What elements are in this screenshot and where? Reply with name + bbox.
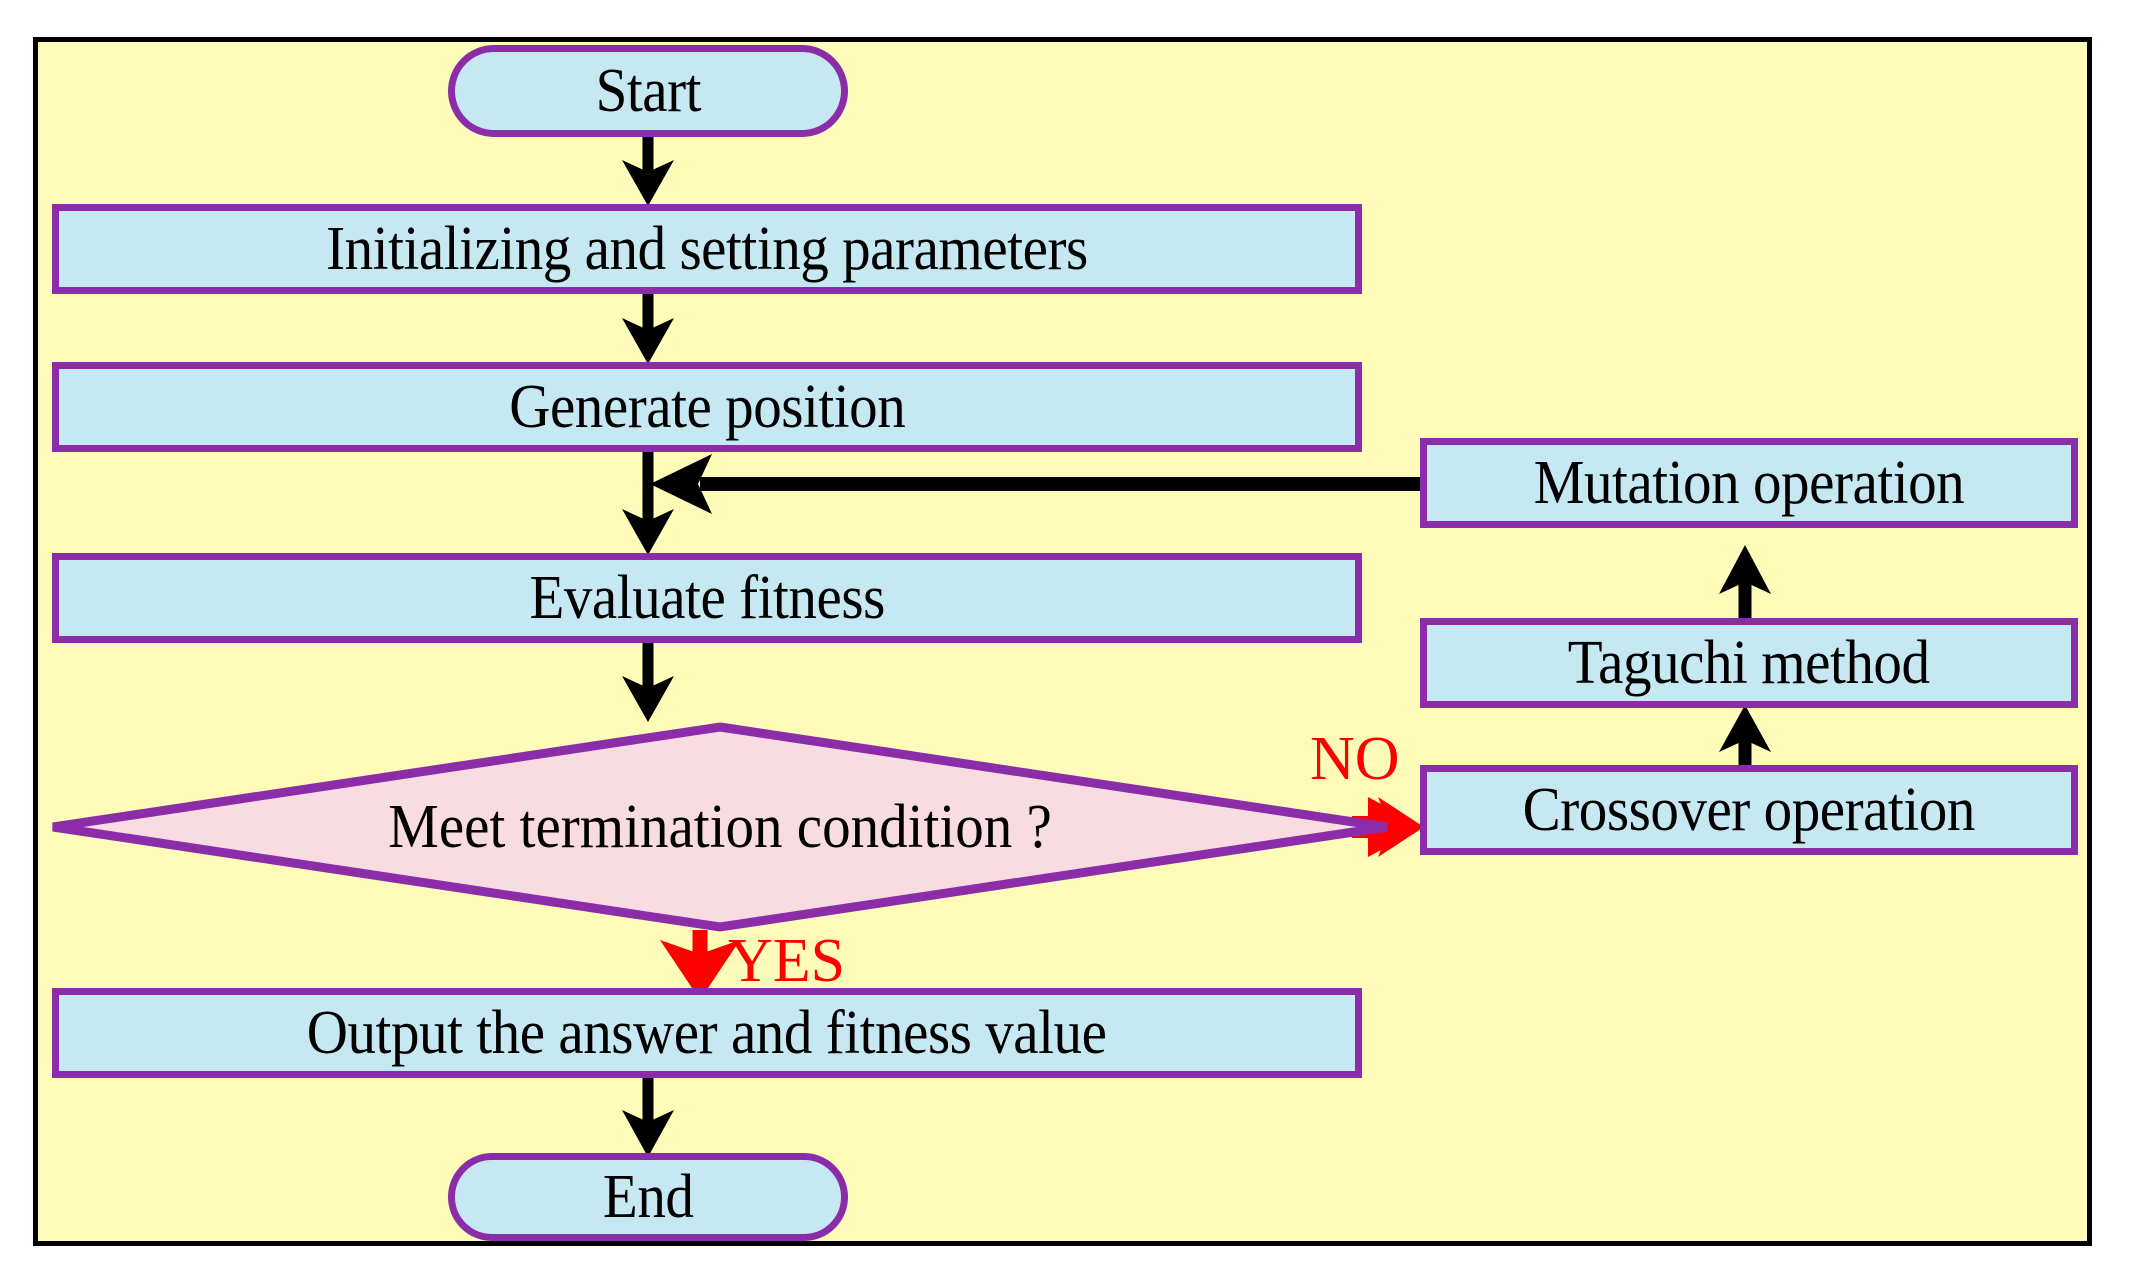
node-start[interactable]: Start <box>448 45 848 137</box>
node-taguchi-method-label: Taguchi method <box>1568 629 1930 697</box>
node-generate-position[interactable]: Generate position <box>52 362 1362 452</box>
node-end-label: End <box>602 1163 694 1231</box>
node-output-answer-label: Output the answer and fitness value <box>307 999 1107 1067</box>
edge-label-yes: YES <box>728 927 846 995</box>
node-evaluate-fitness-label: Evaluate fitness <box>529 564 885 632</box>
node-mutation-operation-label: Mutation operation <box>1533 449 1965 517</box>
node-crossover-operation-label: Crossover operation <box>1522 776 1976 844</box>
edge-label-no: NO <box>1310 725 1400 793</box>
node-mutation-operation[interactable]: Mutation operation <box>1420 438 2078 528</box>
node-taguchi-method[interactable]: Taguchi method <box>1420 618 2078 708</box>
node-decision[interactable]: Meet termination condition ? <box>48 722 1392 932</box>
node-end[interactable]: End <box>448 1153 848 1241</box>
node-output-answer[interactable]: Output the answer and fitness value <box>52 988 1362 1078</box>
decision-diamond-shape <box>52 722 1388 932</box>
node-crossover-operation[interactable]: Crossover operation <box>1420 765 2078 855</box>
node-initializing[interactable]: Initializing and setting parameters <box>52 204 1362 294</box>
node-evaluate-fitness[interactable]: Evaluate fitness <box>52 553 1362 643</box>
node-decision-label: Meet termination condition ? <box>388 792 1052 861</box>
node-start-label: Start <box>595 57 701 125</box>
node-initializing-label: Initializing and setting parameters <box>326 215 1088 283</box>
node-generate-position-label: Generate position <box>508 373 906 441</box>
